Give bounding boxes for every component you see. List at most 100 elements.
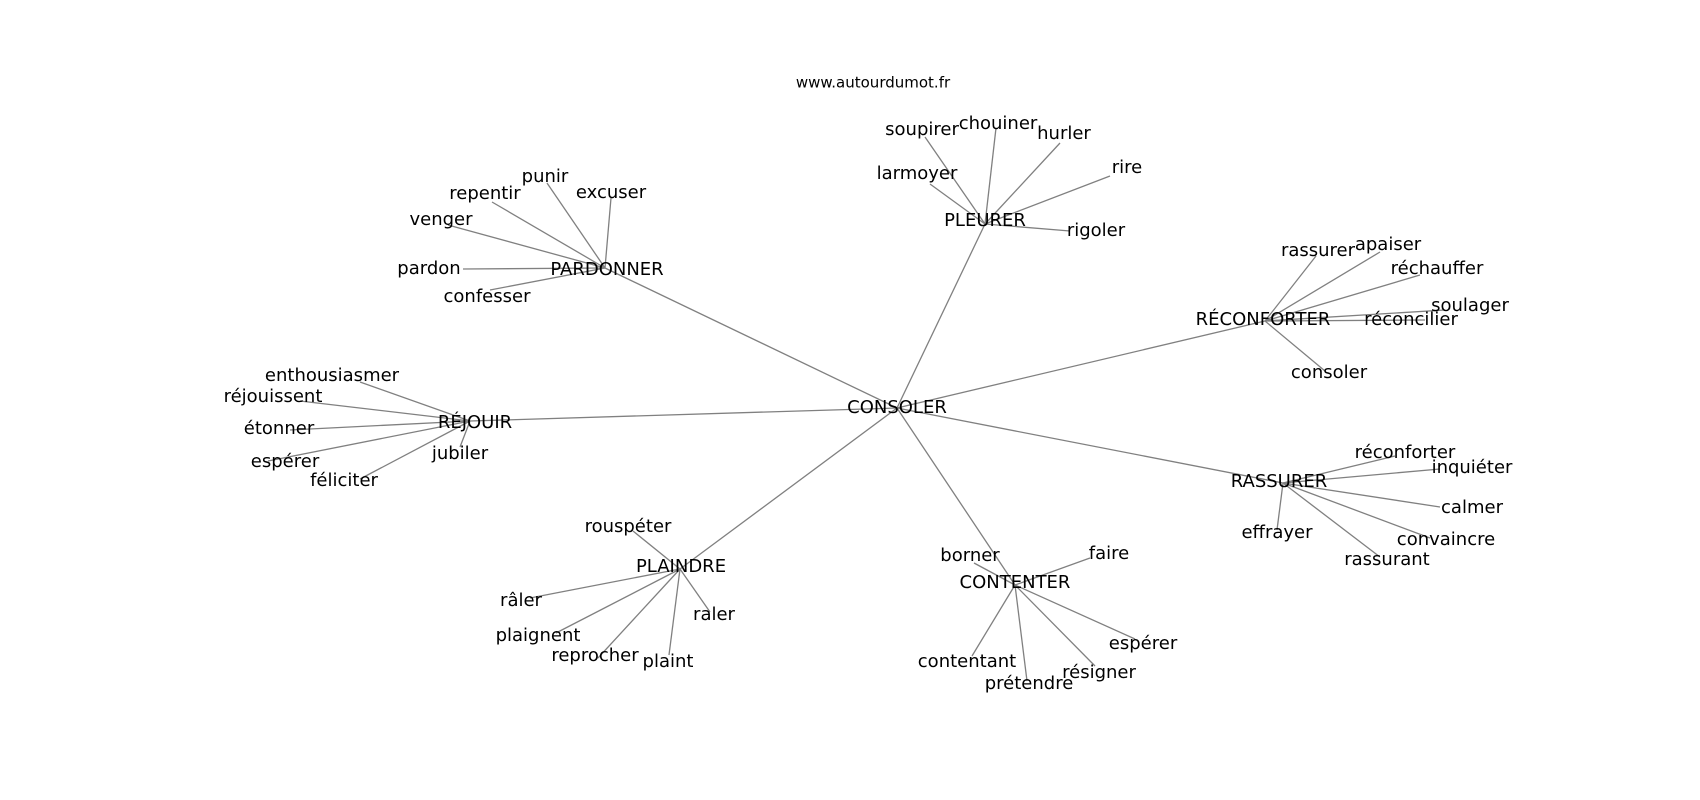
node-word-esperer: espérer: [1109, 633, 1178, 654]
node-word-etonner: étonner: [244, 418, 315, 439]
edge-reconforter-soulager: [1264, 309, 1446, 322]
node-word-esperer: espérer: [251, 451, 320, 472]
node-word-rassurer: rassurer: [1281, 240, 1356, 261]
node-word-borner: borner: [940, 545, 1000, 566]
edge-center-pardonner: [604, 267, 898, 409]
graph-edges: [267, 127, 1446, 682]
edge-center-pleurer: [896, 223, 986, 409]
node-word-rejouissent: réjouissent: [224, 386, 323, 407]
edge-plaindre-plaignent: [555, 568, 681, 634]
node-word-rigoler: rigoler: [1067, 220, 1126, 241]
node-word-contentant: contentant: [918, 651, 1016, 672]
node-hub-reconforter: RÉCONFORTER: [1196, 308, 1331, 330]
edge-center-rejouir: [469, 407, 898, 422]
node-word-raler: raler: [693, 604, 736, 625]
edge-pleurer-larmoyer: [929, 183, 986, 225]
edge-rejouir-jubiler: [459, 420, 471, 448]
node-word-confesser: confesser: [444, 286, 532, 307]
edge-rejouir-rejouissent: [299, 400, 471, 422]
edge-contenter-esperer: [1014, 584, 1136, 640]
node-word-soulager: soulager: [1431, 295, 1509, 316]
node-hub-contenter: CONTENTER: [960, 572, 1071, 593]
edge-contenter-resigner: [1014, 584, 1096, 667]
node-word-reconcilier: réconcilier: [1364, 309, 1458, 330]
edge-plaindre-plaint: [668, 568, 681, 656]
edge-rejouir-feliciter: [359, 420, 471, 480]
node-word-repentir: repentir: [449, 183, 521, 204]
edge-reconforter-rassurer: [1264, 255, 1317, 322]
edge-contenter-faire: [1014, 557, 1091, 586]
node-word-convaincre: convaincre: [1397, 529, 1495, 550]
edge-pleurer-soupirer: [924, 136, 986, 225]
node-word-faire: faire: [1089, 543, 1129, 564]
node-word-feliciter: féliciter: [310, 470, 378, 491]
node-word-plaint: plaint: [643, 651, 694, 672]
node-word-raler: râler: [500, 590, 543, 611]
edge-pardonner-punir: [546, 182, 606, 269]
edge-rassurer-reconforter: [1282, 455, 1396, 484]
node-word-apaiser: apaiser: [1355, 234, 1422, 255]
edge-reconforter-apaiser: [1264, 251, 1381, 322]
edge-pardonner-excuser: [604, 197, 612, 269]
node-word-rechauffer: réchauffer: [1391, 258, 1484, 279]
edge-rejouir-esperer: [267, 420, 471, 462]
node-word-inquieter: inquiéter: [1432, 457, 1513, 478]
edge-plaindre-raler: [529, 568, 681, 599]
edge-pardonner-repentir: [491, 201, 606, 269]
node-word-enthousiasmer: enthousiasmer: [265, 365, 400, 386]
edge-rassurer-effrayer: [1276, 482, 1284, 531]
node-word-soupirer: soupirer: [885, 119, 959, 140]
edge-plaindre-reprocher: [597, 568, 681, 659]
node-hub-plaindre: PLAINDRE: [636, 556, 726, 577]
edge-rassurer-convaincre: [1282, 482, 1431, 539]
node-word-venger: venger: [409, 209, 473, 230]
node-word-jubiler: jubiler: [431, 443, 489, 464]
edge-plaindre-raler: [679, 568, 711, 613]
node-hub-pardonner: PARDONNER: [550, 259, 663, 280]
edge-plaindre-rouspeter: [632, 530, 681, 570]
node-word-punir: punir: [522, 166, 569, 187]
node-word-larmoyer: larmoyer: [877, 163, 958, 184]
node-hub-rassurer: RASSURER: [1231, 471, 1328, 492]
node-word-plaignent: plaignent: [496, 625, 581, 646]
edge-pardonner-confesser: [489, 267, 606, 291]
edge-pleurer-hurler: [984, 142, 1061, 225]
edge-pardonner-pardon: [462, 267, 606, 270]
node-word-calmer: calmer: [1441, 497, 1504, 518]
node-word-pretendre: prétendre: [985, 673, 1074, 694]
edge-center-contenter: [896, 407, 1016, 586]
edge-rejouir-enthousiasmer: [359, 381, 471, 422]
edge-reconforter-reconcilier: [1264, 319, 1426, 322]
edge-pleurer-chouiner: [984, 127, 997, 225]
node-hub-pleurer: PLEURER: [944, 210, 1026, 231]
node-word-hurler: hurler: [1037, 123, 1091, 144]
node-word-chouiner: chouiner: [959, 113, 1038, 134]
edge-reconforter-rechauffer: [1264, 274, 1421, 322]
node-word-rire: rire: [1112, 157, 1142, 178]
node-word-effrayer: effrayer: [1241, 522, 1313, 543]
node-word-consoler: consoler: [1291, 362, 1368, 383]
edge-rejouir-etonner: [289, 420, 471, 431]
edge-contenter-pretendre: [1014, 584, 1028, 682]
edge-contenter-contentant: [971, 584, 1016, 657]
node-word-pardon: pardon: [397, 258, 460, 279]
node-center: CONSOLER: [847, 397, 947, 418]
node-word-rouspeter: rouspéter: [585, 516, 672, 537]
edge-center-plaindre: [679, 407, 898, 570]
node-word-reconforter: réconforter: [1355, 442, 1456, 463]
edge-reconforter-consoler: [1264, 320, 1326, 372]
edge-pleurer-rire: [984, 175, 1111, 225]
edge-pleurer-rigoler: [984, 223, 1071, 232]
source-watermark: www.autourdumot.fr: [796, 74, 951, 92]
node-word-reprocher: reprocher: [551, 645, 639, 666]
node-word-resigner: résigner: [1062, 662, 1136, 683]
graph-labels: www.autourdumot.fr CONSOLER PLEURER soupir…: [224, 74, 1513, 695]
edge-center-reconforter: [896, 320, 1266, 409]
edge-rassurer-inquieter: [1282, 468, 1441, 484]
node-word-excuser: excuser: [576, 182, 647, 203]
node-hub-rejouir: RÉJOUIR: [438, 411, 512, 433]
edge-rassurer-calmer: [1282, 482, 1441, 508]
edge-pardonner-venger: [447, 224, 606, 269]
edge-contenter-borner: [973, 562, 1016, 586]
